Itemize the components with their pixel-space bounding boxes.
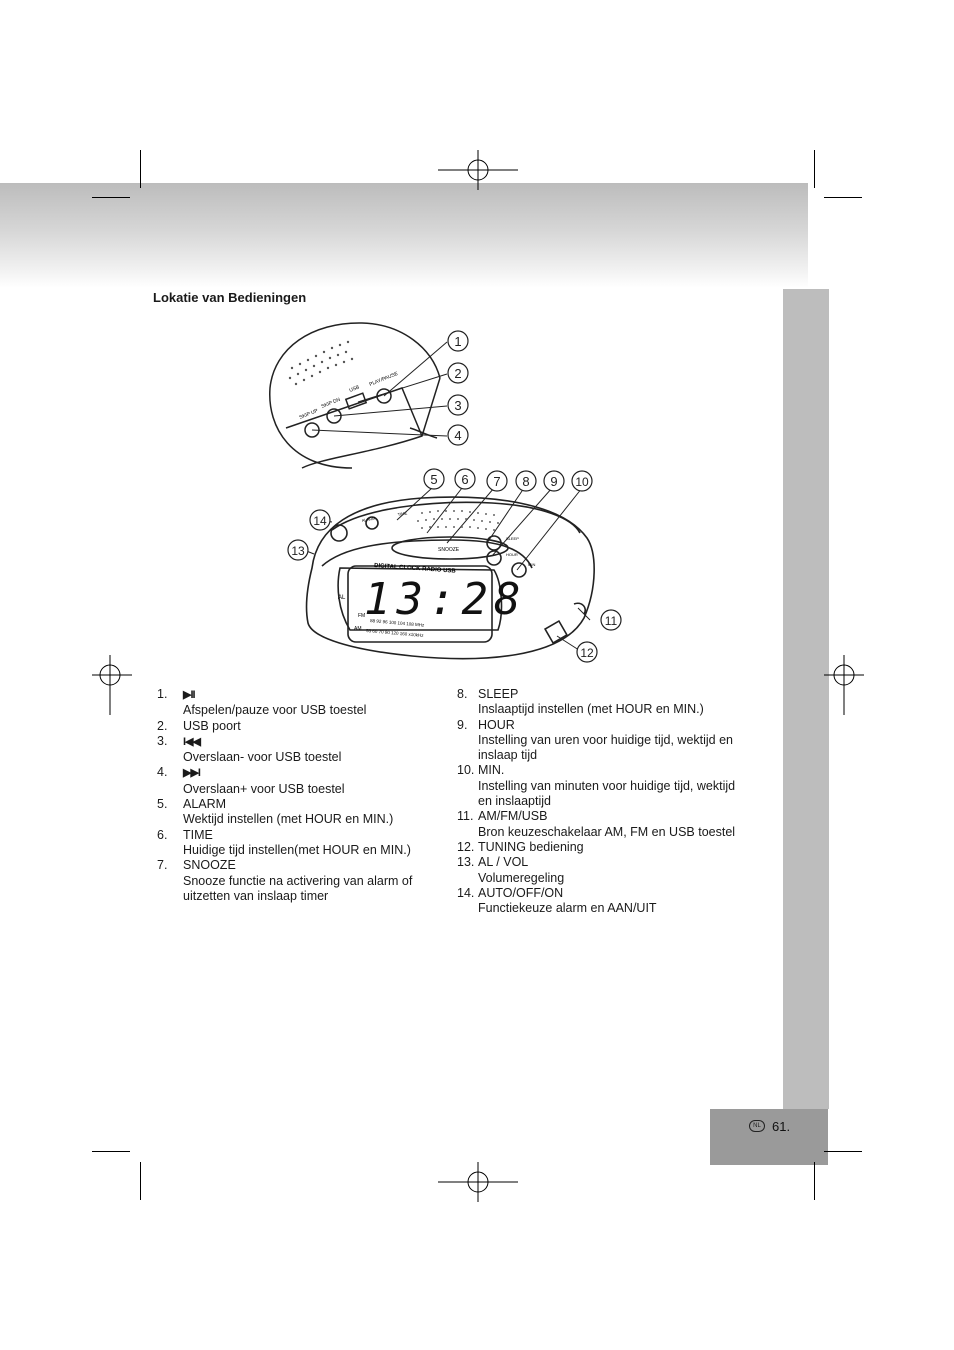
callout-14: 14 <box>313 514 327 528</box>
play-pause-icon: ▶II <box>183 689 196 701</box>
usb-label: USB <box>349 384 361 394</box>
callout-markers <box>287 330 622 663</box>
fm-indicator: FM <box>358 613 365 619</box>
device-label: DIGITAL CLOCK RADIO USB <box>374 563 457 575</box>
callout-lines <box>303 341 591 653</box>
callout-13: 13 <box>291 544 305 558</box>
sleep-button-label: SLEEP <box>506 536 519 541</box>
list-item: 2. USB poort <box>157 718 241 733</box>
registration-mark-top <box>438 150 518 190</box>
list-item: 12. TUNING bediening <box>457 839 584 854</box>
play-pause-label: PLAY/PAUSE <box>369 371 400 388</box>
callout-1: 1 <box>454 334 461 349</box>
min-button-label: MIN <box>528 562 535 567</box>
language-badge: NL <box>749 1120 765 1132</box>
callout-5: 5 <box>430 472 437 487</box>
snooze-button-label: SNOOZE <box>438 547 460 553</box>
callout-2: 2 <box>454 366 461 381</box>
registration-mark-right <box>824 655 864 715</box>
list-item: 3. I◀◀Overslaan- voor USB toestel <box>157 733 342 765</box>
callout-7: 7 <box>493 474 500 489</box>
clock-radio-illustration: SKIP UP SKIP DN USB PLAY/PAUSE <box>269 322 622 663</box>
skip-dn-label: SKIP DN <box>321 397 342 410</box>
callout-11: 11 <box>605 614 618 628</box>
skip-forward-icon: ▶▶I <box>183 767 201 780</box>
callout-9: 9 <box>550 474 557 489</box>
registration-mark-bottom <box>438 1162 518 1202</box>
header-band <box>0 183 808 288</box>
callout-4: 4 <box>454 428 461 443</box>
page-number: 61. <box>772 1119 791 1134</box>
page-number-box <box>710 1109 828 1165</box>
callout-8: 8 <box>522 474 529 489</box>
am-indicator: AM <box>354 626 362 632</box>
speaker-grille-dots <box>288 340 354 386</box>
section-title: Lokatie van Bedieningen <box>153 290 307 305</box>
time-button-label: TIME <box>397 510 408 517</box>
hour-button-label: HOUR <box>506 552 518 557</box>
callout-3: 3 <box>454 398 461 413</box>
am-scale: 53 60 70 90 120 160 x10kHz <box>366 628 425 638</box>
top-speaker-grille <box>417 510 499 531</box>
al-indicator: AL <box>338 595 346 601</box>
registration-mark-left <box>92 655 132 715</box>
time-display: 13:28 <box>364 574 526 625</box>
list-item: 10. MIN.Instelling van minuten voor huid… <box>457 763 736 809</box>
alarm-button-label: ALARM <box>361 516 375 523</box>
clock-body <box>305 496 595 660</box>
side-panel-zoom <box>269 322 441 469</box>
skip-up-label: SKIP UP <box>299 408 320 421</box>
side-tab <box>783 289 829 1109</box>
callout-6: 6 <box>461 472 468 487</box>
skip-back-icon: I◀◀ <box>183 735 201 748</box>
callout-12: 12 <box>580 646 594 660</box>
callout-10: 10 <box>575 475 589 489</box>
fm-scale: 88 92 96 100 104 108 MHz <box>370 618 425 628</box>
